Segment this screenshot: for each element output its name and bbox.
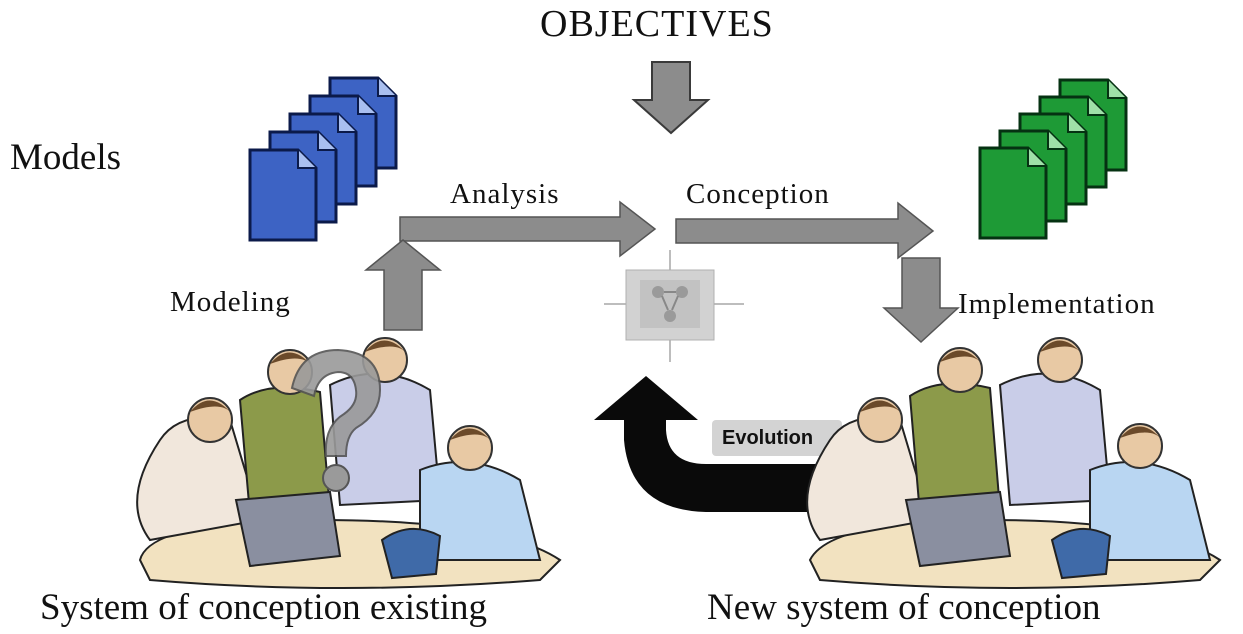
conception-arrow: [675, 201, 935, 260]
implementation-down-arrow: [882, 257, 960, 344]
evolution-label: Evolution: [722, 427, 814, 449]
modeling-up-arrow: [363, 239, 443, 331]
conception-label: Conception: [686, 178, 830, 210]
modeling-label: Modeling: [170, 286, 291, 318]
system-new-caption: New system of conception: [707, 587, 1101, 628]
blue-document-stack-icon: [248, 76, 398, 242]
team-meeting-icon: [806, 337, 1222, 589]
question-mark-icon: [290, 348, 382, 492]
analysis-arrow: [399, 200, 657, 258]
green-document-stack-icon: [978, 78, 1128, 240]
implementation-label: Implementation: [958, 288, 1156, 320]
models-label: Models: [10, 137, 121, 178]
process-cycle-icon: [604, 250, 744, 362]
evolution-arrow: [594, 376, 842, 512]
system-existing-caption: System of conception existing: [40, 587, 488, 628]
objectives-down-arrow: [631, 61, 711, 135]
objectives-title: OBJECTIVES: [540, 3, 774, 45]
analysis-label: Analysis: [450, 178, 560, 210]
